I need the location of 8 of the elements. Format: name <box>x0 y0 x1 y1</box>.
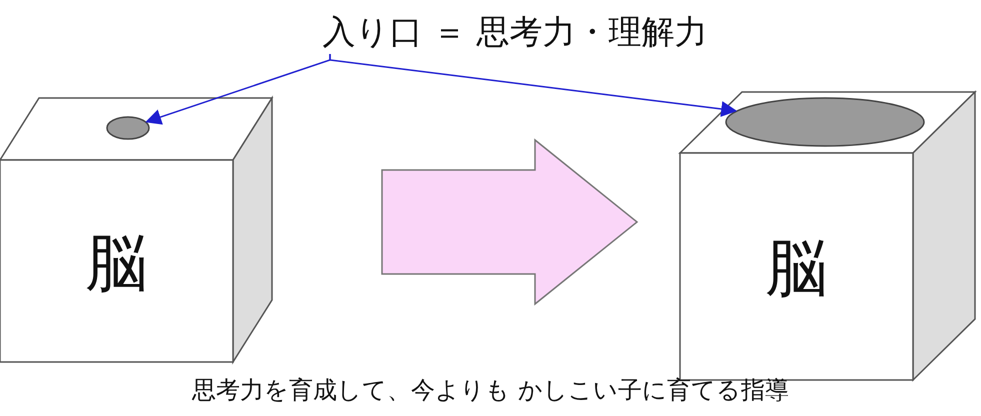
opening-ellipse <box>725 97 925 147</box>
opening-ellipse <box>106 116 150 140</box>
arrow <box>329 54 738 117</box>
cube-label: 脳 <box>764 230 828 306</box>
heading-text: 入り口 ＝ 思考力・理解力 <box>322 11 708 53</box>
block-arrow <box>381 138 638 306</box>
cube-label: 脳 <box>84 224 148 301</box>
caption-text: 思考力を育成して、今よりも かしこい子に育てる指導 <box>191 375 790 406</box>
